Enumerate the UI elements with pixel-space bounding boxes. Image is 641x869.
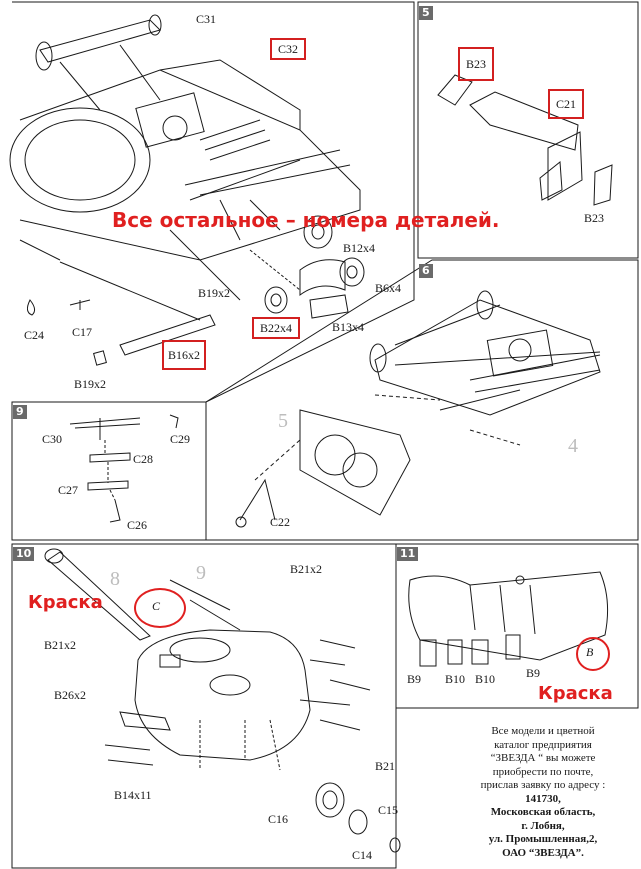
paint-marker-circle-c — [134, 588, 186, 628]
panel-border-main — [12, 1, 415, 403]
footer-city: г. Лобня, — [521, 819, 565, 832]
footer-street: ул. Промышленная,2, — [488, 833, 598, 845]
part-label-b23-top: B23 — [458, 47, 495, 81]
part-label-c21: C21 — [548, 89, 585, 119]
step-number-11: 11 — [397, 547, 419, 561]
step-number-5: 5 — [419, 6, 433, 20]
paint-marker-circle-b — [576, 637, 610, 671]
part-label-b10-first: B10 — [445, 672, 466, 686]
part-label-b10-second: B10 — [475, 672, 496, 686]
footer-region: Московская область, — [490, 806, 596, 818]
panel-11-drawing — [408, 571, 609, 667]
part-label-c29: C29 — [170, 432, 191, 446]
panel-border-9 — [11, 401, 207, 541]
footer-line: прислав заявку по адресу : — [480, 779, 606, 791]
footer-company: ОАО “ЗВЕЗДА”. — [502, 846, 584, 859]
part-label-b9-left: B9 — [407, 672, 422, 686]
road-wheel-parts-drawing — [26, 215, 365, 366]
part-label-c16: C16 — [268, 812, 289, 826]
annotation-part-numbers-note: Все остальное – номера деталей. — [112, 208, 500, 232]
part-label-b9-right: B9 — [526, 666, 541, 680]
part-label-b21: B21 — [375, 759, 396, 773]
part-label-b13x4: B13x4 — [332, 320, 365, 334]
part-label-b21x2-left: B21x2 — [44, 638, 77, 652]
part-label-c31: C31 — [196, 12, 217, 26]
step-number-10: 10 — [13, 547, 35, 561]
ghost-number-8: 8 — [110, 568, 120, 590]
part-label-c32: C32 — [270, 38, 307, 60]
part-label-c17: C17 — [72, 325, 93, 339]
annotation-paint-left: Краска — [28, 592, 103, 613]
paint-code-b: B — [586, 645, 594, 659]
panel-10-turret-drawing — [44, 548, 401, 853]
part-label-c27: C27 — [58, 483, 79, 497]
part-label-b26x2: B26x2 — [54, 688, 87, 702]
part-label-b19x2-bottom: B19x2 — [74, 377, 107, 391]
panel-6-drawing — [235, 290, 601, 528]
panel-5-drawing — [437, 74, 613, 206]
step-number-9: 9 — [13, 405, 27, 419]
ghost-number-9: 9 — [196, 562, 206, 584]
part-label-b12x4: B12x4 — [343, 241, 376, 255]
company-address-block: Все модели и цветной каталог предприятия… — [448, 725, 638, 860]
part-label-c24: C24 — [24, 328, 45, 342]
step-number-6: 6 — [419, 264, 433, 278]
part-label-c15: C15 — [378, 803, 399, 817]
part-label-c26: C26 — [127, 518, 148, 532]
ghost-number-4: 4 — [568, 435, 578, 457]
annotation-paint-right: Краска — [538, 683, 613, 704]
part-label-c22: C22 — [270, 515, 291, 529]
part-label-c30: C30 — [42, 432, 63, 446]
part-label-b14x11: B14x11 — [114, 788, 152, 802]
panel-border-5 — [417, 1, 639, 259]
footer-line: Все модели и цветной — [491, 725, 595, 737]
footer-postcode: 141730, — [525, 792, 561, 805]
part-label-c14: C14 — [352, 848, 373, 862]
panel-9-drawing — [69, 414, 179, 523]
part-label-b23-bottom: B23 — [584, 211, 605, 225]
panel-border-10 — [11, 543, 397, 869]
hull-assembly-drawing — [9, 14, 361, 321]
part-label-b16x2: B16x2 — [162, 340, 207, 370]
part-label-b21x2-top: B21x2 — [290, 562, 323, 576]
part-label-b19x2-top: B19x2 — [198, 286, 231, 300]
footer-line: приобрести по почте, — [492, 765, 594, 778]
part-label-c28: C28 — [133, 452, 154, 466]
ghost-number-5: 5 — [278, 410, 288, 432]
part-label-b22x4: B22x4 — [252, 317, 301, 339]
footer-line: каталог предприятия — [494, 738, 592, 751]
footer-line: “ЗВЕЗДА “ вы можете — [490, 752, 596, 764]
part-label-b6x4: B6x4 — [375, 281, 402, 295]
panel-border-11 — [395, 543, 639, 709]
paint-code-c: C — [152, 599, 161, 613]
